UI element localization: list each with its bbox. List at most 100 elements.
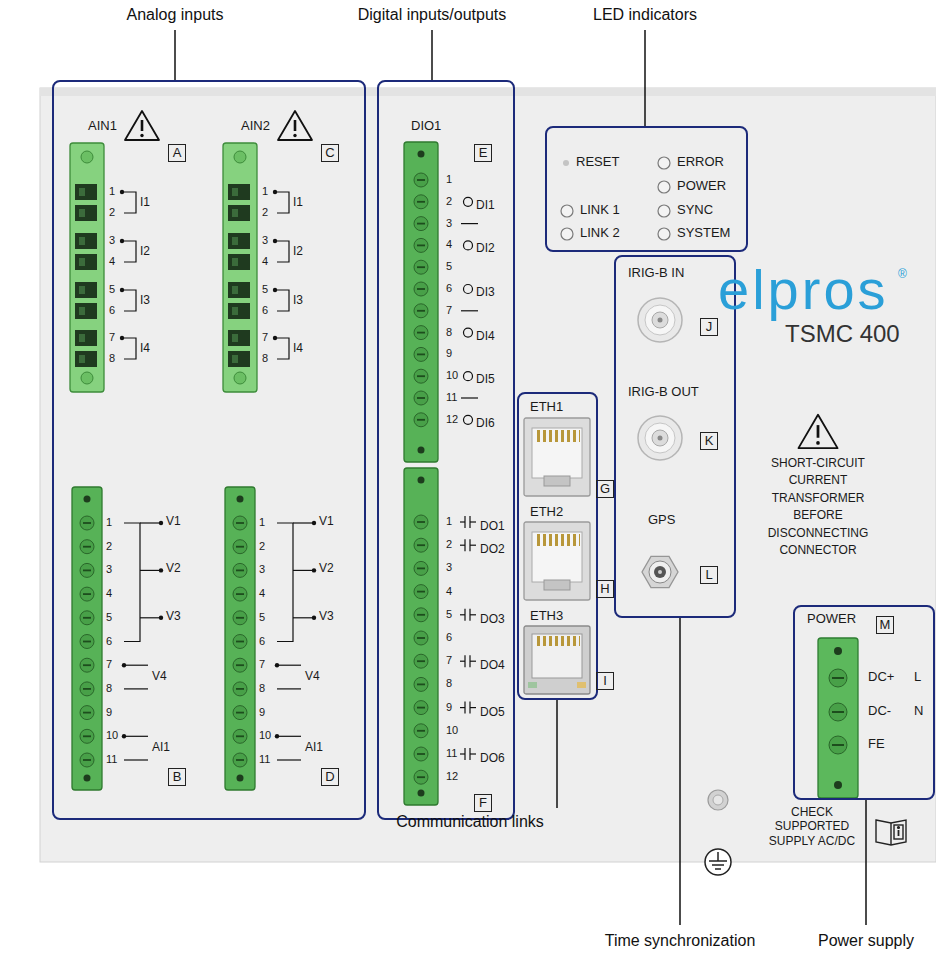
terminal-plug [414, 608, 428, 622]
warning-triangle [816, 441, 820, 445]
warning-triangle [125, 111, 159, 140]
callout-box: J [700, 318, 718, 336]
pin-number: 5 [446, 608, 452, 621]
pin-number: 7 [259, 658, 265, 671]
terminal-plug [228, 303, 250, 319]
signal-name: AI1 [305, 741, 323, 755]
terminal-plug [418, 447, 425, 454]
terminal-plug [79, 286, 85, 294]
terminal-plug [233, 753, 247, 767]
terminal-plug [83, 522, 91, 524]
terminal-wiring [159, 568, 163, 572]
terminal-plug [232, 237, 238, 245]
terminal-wiring [140, 522, 161, 523]
warning-triangle [278, 111, 312, 140]
signal-name: I4 [293, 342, 303, 356]
leader-line [174, 30, 176, 80]
group-frame: Communication linksGHI [517, 392, 598, 700]
ethernet-jack [532, 532, 582, 582]
manual-icon [894, 825, 903, 839]
terminal-plug [80, 563, 94, 577]
terminal-plug [80, 540, 94, 554]
terminal-plug [80, 682, 94, 696]
terminal-plug [414, 585, 428, 599]
io-symbols [470, 545, 476, 546]
ground-symbol [717, 852, 719, 861]
pin-number: 9 [446, 347, 452, 360]
signal-name: V1 [166, 515, 181, 529]
terminal-plug [228, 282, 250, 298]
terminal-plug [233, 682, 247, 696]
terminal-plug [417, 244, 425, 246]
terminal-wiring [277, 759, 301, 760]
io-symbols [470, 521, 476, 522]
pin-number: 2 [109, 206, 115, 219]
power-plug [834, 781, 842, 789]
pin-number: 1 [259, 516, 265, 529]
terminal-plug [232, 258, 238, 266]
terminal-plug [414, 538, 428, 552]
io-symbols [460, 707, 465, 708]
terminal-plug [417, 776, 425, 778]
warning-triangle [293, 134, 296, 137]
led-lamp [658, 181, 670, 193]
terminal-plug [417, 684, 425, 686]
sma-connector [642, 556, 678, 587]
pin-number: 3 [109, 234, 115, 247]
terminal-plug [233, 587, 247, 601]
terminal-plug [236, 688, 244, 690]
terminal-wiring [312, 616, 316, 620]
callout-letter: E [479, 146, 488, 161]
terminal-plug [418, 151, 425, 158]
signal-name: V2 [166, 562, 181, 576]
terminal-plug [414, 724, 428, 738]
bnc-connector [645, 305, 675, 335]
power-plug [818, 638, 858, 798]
group-caption: Time synchronization [605, 932, 756, 950]
signal-name: DI6 [476, 417, 495, 431]
terminal-plug [414, 195, 428, 209]
pin-number: 10 [259, 729, 271, 742]
terminal-wiring [277, 665, 301, 666]
signal-name: V4 [152, 670, 167, 684]
leader-line [644, 30, 646, 126]
power-plug [834, 647, 842, 655]
terminal-plug [75, 351, 97, 367]
terminal-wiring [293, 522, 314, 523]
pin-number: 6 [446, 631, 452, 644]
terminal-plug [225, 487, 255, 790]
connector-name: POWER [807, 612, 856, 627]
signal-name: DI4 [476, 330, 495, 344]
power-plug [832, 744, 844, 746]
terminal-plug [417, 660, 425, 662]
terminal-plug [83, 593, 91, 595]
ethernet-jack [534, 430, 580, 442]
signal-name: DO3 [480, 613, 505, 627]
terminal-plug [75, 205, 97, 221]
pin-number: 2 [259, 540, 265, 553]
terminal-plug [414, 304, 428, 318]
signal-name: V2 [319, 562, 334, 576]
ethernet-jack [544, 580, 570, 590]
callout-letter: J [706, 320, 713, 335]
pin-number: 8 [446, 677, 452, 690]
ethernet-jack [528, 682, 537, 688]
pin-number: 11 [446, 391, 457, 404]
pin-number: 4 [446, 585, 452, 598]
led-name: ERROR [677, 155, 724, 170]
led-lamp [658, 205, 670, 217]
callout-letter: M [880, 618, 891, 633]
terminal-name: FE [868, 737, 885, 752]
power-plug [829, 736, 847, 754]
model-name: TSMC 400 [785, 320, 900, 348]
warning-triangle [817, 425, 820, 438]
terminal-plug [83, 546, 91, 548]
signal-name: V3 [166, 610, 181, 624]
port-name: ETH2 [530, 505, 563, 520]
pin-number: 5 [259, 611, 265, 624]
terminal-plug [417, 614, 425, 616]
pin-number: 8 [446, 326, 452, 339]
group-caption: Digital inputs/outputs [358, 6, 507, 24]
pin-number: 8 [106, 682, 112, 695]
